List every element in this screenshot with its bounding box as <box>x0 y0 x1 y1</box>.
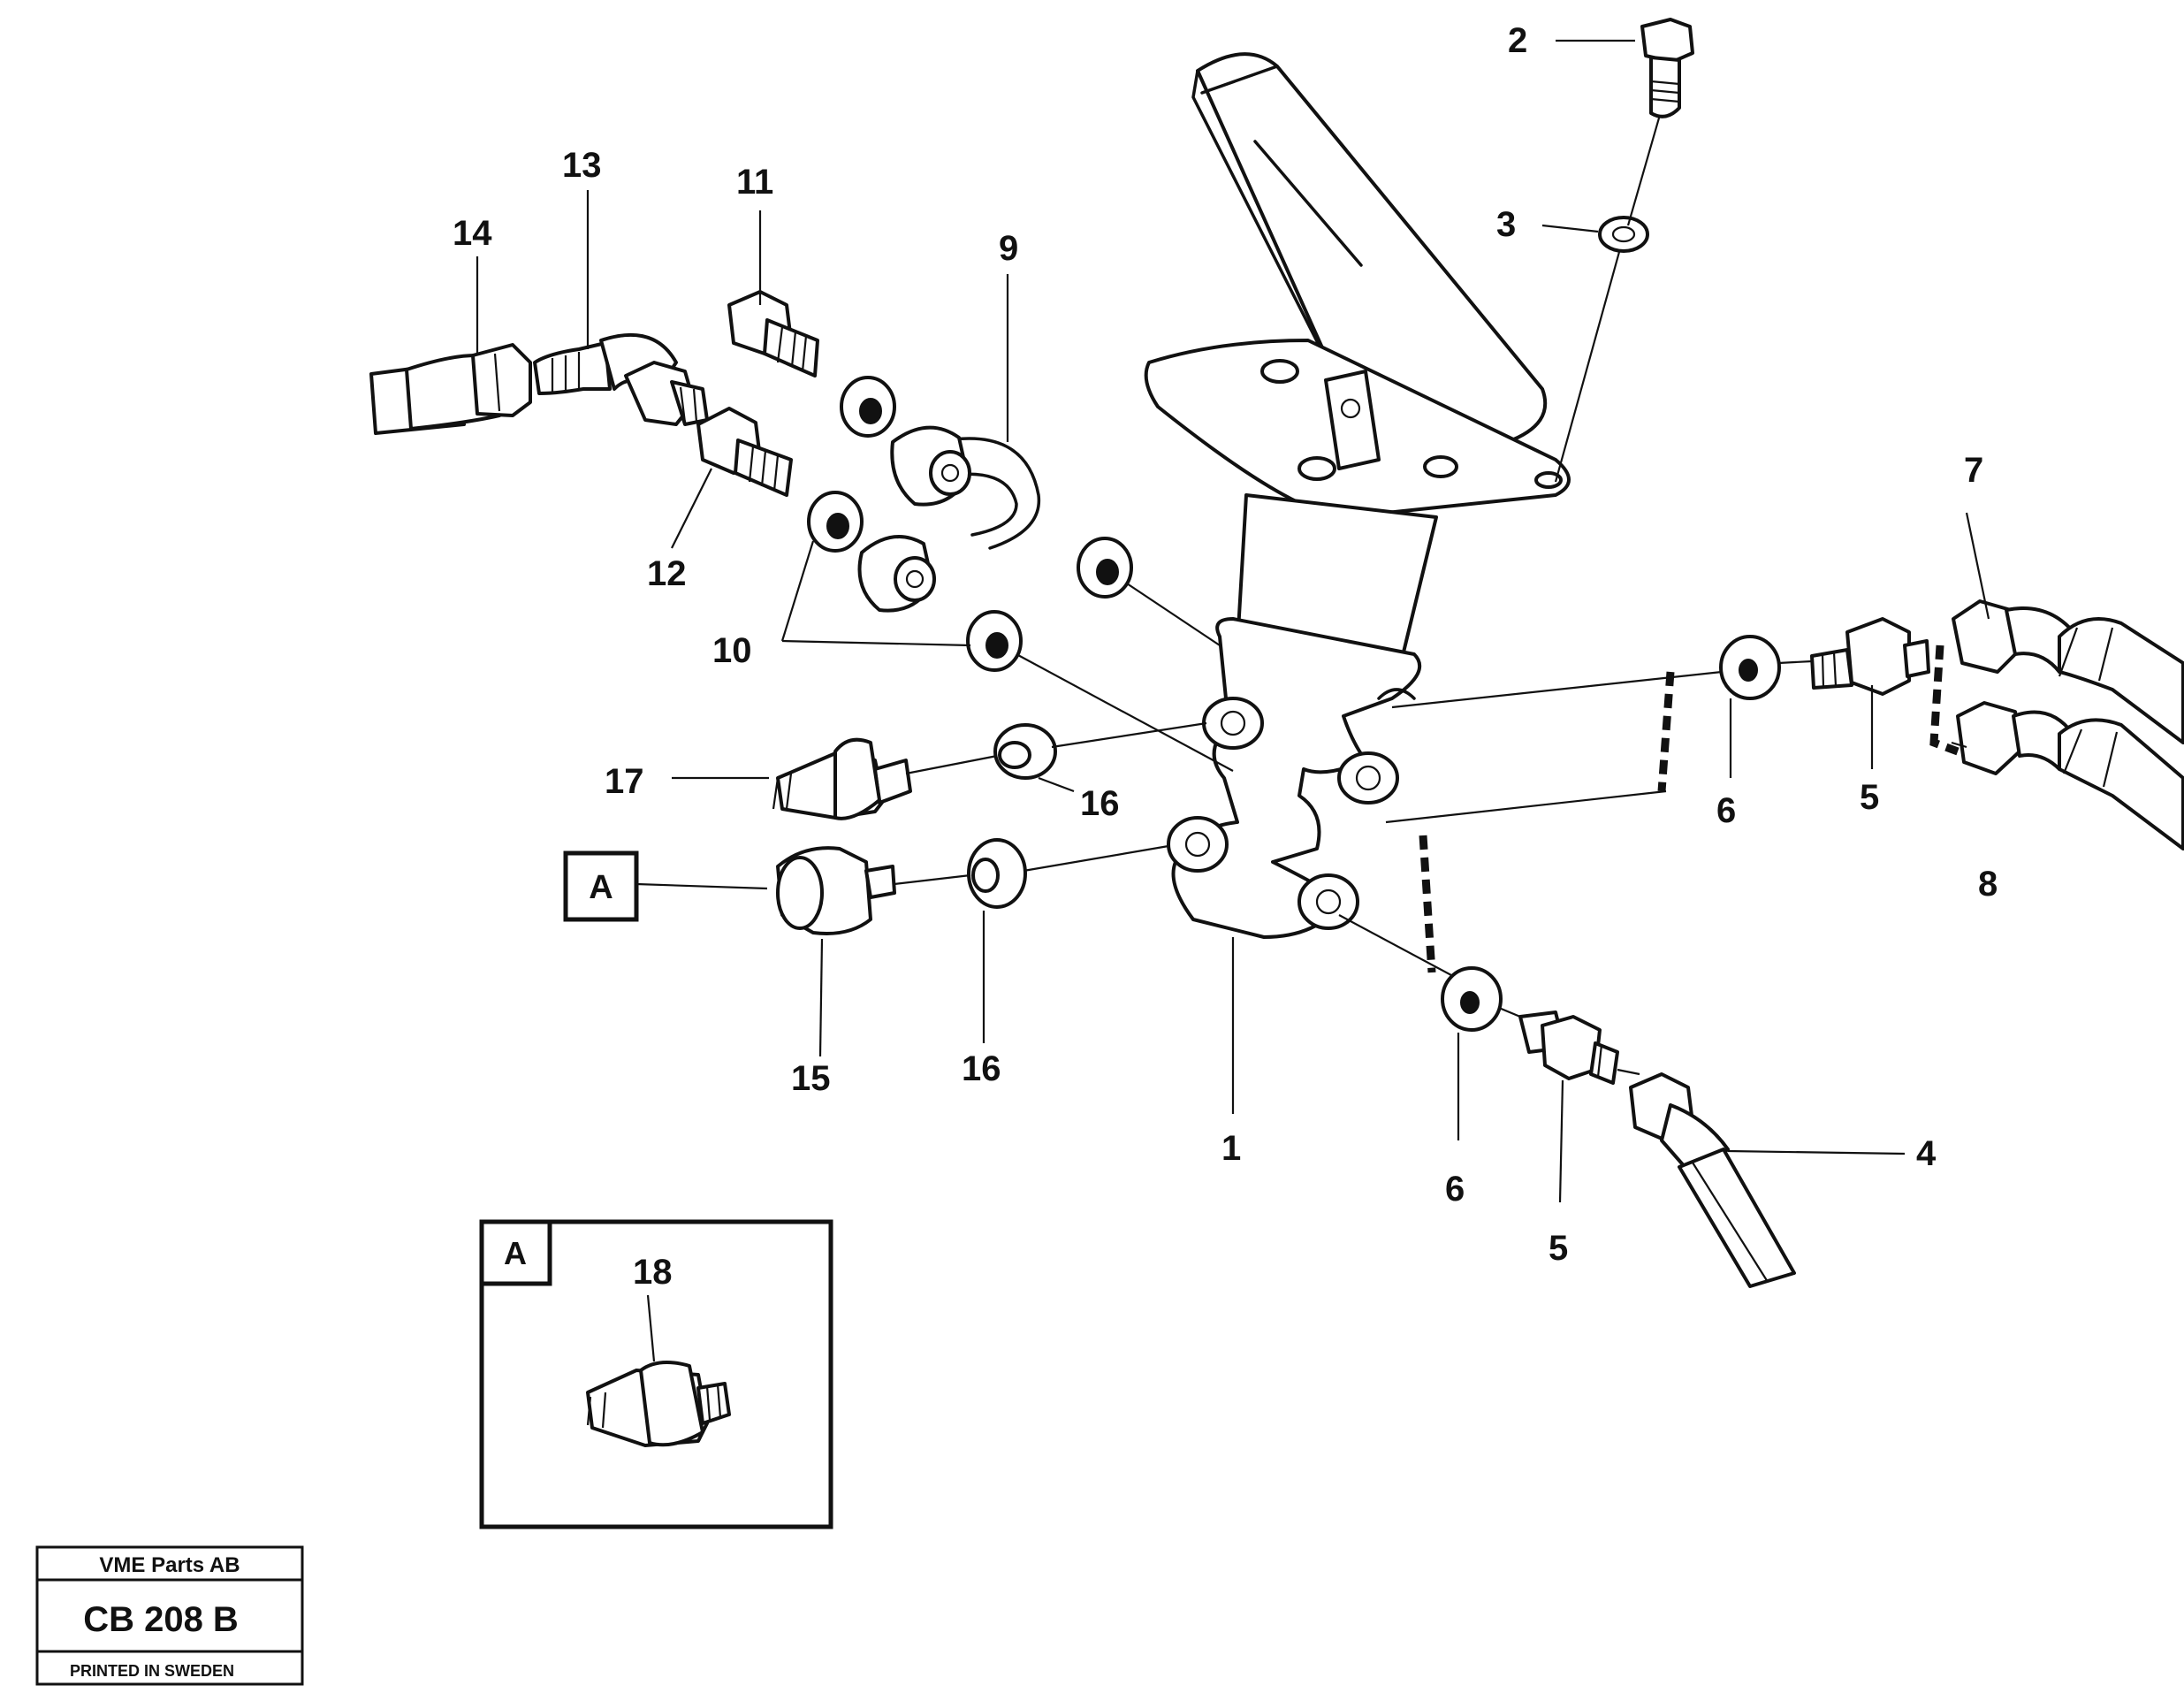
pressure-sensor-part-17 <box>772 737 912 820</box>
callout-6-upper: 6 <box>1716 791 1736 830</box>
stamp-printed: PRINTED IN SWEDEN <box>70 1662 234 1680</box>
stamp-code: CB 208 B <box>83 1600 239 1639</box>
callout-5-lower: 5 <box>1549 1229 1568 1268</box>
banjo-bolt-part-11 <box>727 290 819 377</box>
callout-2: 2 <box>1508 21 1527 60</box>
callout-6-lower: 6 <box>1445 1170 1465 1209</box>
callout-16-lower: 16 <box>962 1049 1001 1088</box>
callout-7: 7 <box>1964 451 1983 490</box>
stamp-company: VME Parts AB <box>99 1553 240 1577</box>
detail-a-label: A <box>504 1235 527 1271</box>
copper-washer-part-10 <box>807 376 1133 672</box>
callout-13: 13 <box>562 146 602 185</box>
washer-part-6-upper <box>1719 635 1781 700</box>
washer-part-16-lower <box>967 838 1027 909</box>
pedal-mounting-plate <box>1144 339 1571 519</box>
callout-11: 11 <box>736 163 773 202</box>
callout-9: 9 <box>999 229 1018 268</box>
detail-reference-a: A <box>563 850 639 922</box>
hose-fitting-part-8 <box>1956 701 2184 850</box>
callout-15: 15 <box>791 1059 831 1098</box>
elbow-fitting-part-13 <box>533 332 709 426</box>
bolt-part-2 <box>1640 18 1694 118</box>
callout-1: 1 <box>1221 1129 1241 1168</box>
valve-body <box>1167 493 1438 939</box>
brake-pipe-part-9 <box>857 425 1041 613</box>
callout-16-upper: 16 <box>1080 784 1120 823</box>
plug-part-15 <box>776 846 896 935</box>
detail-a-inset: A <box>479 1219 833 1529</box>
hose-fitting-part-7 <box>1952 599 2184 744</box>
washer-part-6-lower <box>1441 966 1503 1032</box>
washer-part-3 <box>1598 216 1649 253</box>
callout-17: 17 <box>605 762 644 801</box>
hose-part-14 <box>369 343 532 435</box>
callout-10: 10 <box>712 631 752 670</box>
brake-hose-part-4 <box>1629 1072 1796 1288</box>
detail-reference-label: A <box>589 869 613 906</box>
callout-12: 12 <box>647 554 687 593</box>
callout-8: 8 <box>1978 865 1998 904</box>
adapter-part-5-upper <box>1810 617 1930 696</box>
callout-5-upper: 5 <box>1860 778 1879 817</box>
banjo-bolt-part-12 <box>696 407 793 497</box>
callout-leaders <box>476 39 1990 1203</box>
callout-14: 14 <box>453 214 492 253</box>
adapter-part-5-lower <box>1518 1010 1619 1085</box>
washer-part-16-upper <box>993 723 1057 780</box>
title-stamp: VME Parts AB CB 208 B PRINTED IN SWEDEN <box>35 1545 304 1686</box>
callout-3: 3 <box>1496 205 1516 244</box>
callout-18: 18 <box>633 1253 673 1292</box>
sensor-part-18 <box>586 1361 731 1447</box>
callout-4: 4 <box>1916 1134 1937 1173</box>
